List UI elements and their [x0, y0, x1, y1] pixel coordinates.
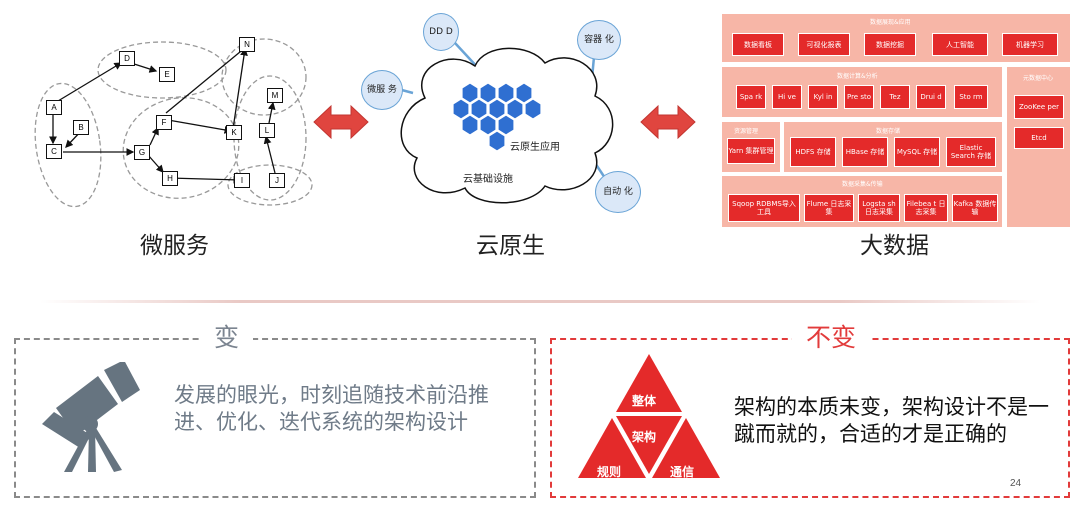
bigdata-item: Kafka 数据传输	[952, 194, 998, 222]
telescope-icon	[42, 362, 140, 472]
microservice-diagram: A B C D E F G H I J K L M N	[28, 15, 323, 215]
node-a: A	[46, 100, 62, 115]
bigdata-resource-title: 资源管理	[734, 128, 759, 135]
bigdata-caption: 大数据	[860, 233, 929, 259]
cloud-native-app-label: 云原生应用	[510, 142, 560, 153]
bigdata-item: Hi ve	[772, 85, 802, 109]
bigdata-item: HBase 存储	[842, 137, 888, 167]
bigdata-compute-layer: 数据计算&分析 Spa rk Hi ve Kyl in Pre sto Tez …	[722, 67, 1002, 117]
bigdata-item: MySQL 存储	[894, 137, 940, 167]
bubble-automation: 自动 化	[595, 171, 641, 213]
node-l: L	[259, 123, 275, 138]
bigdata-item: Tez	[880, 85, 910, 109]
nochange-description: 架构的本质未变，架构设计不是一蹴而就的，合适的才是正确的	[734, 395, 1049, 446]
bigdata-item: 数据挖掘	[864, 33, 916, 56]
node-j: J	[269, 173, 285, 188]
bigdata-resource-layer: 资源管理 Yarn 集群管理	[722, 122, 780, 172]
bigdata-item: Sqoop RDBMS导入工具	[728, 194, 800, 222]
bubble-microservice: 微服 务	[361, 70, 403, 110]
bigdata-item: Drui d	[916, 85, 946, 109]
microservice-caption: 微服务	[140, 233, 209, 259]
bigdata-storage-layer: 数据存储 HDFS 存储 HBase 存储 MySQL 存储 Elastic S…	[784, 122, 1002, 172]
bigdata-item: 数据看板	[732, 33, 784, 56]
triangle-left-label: 规则	[597, 465, 622, 479]
double-arrow-icon	[640, 104, 696, 140]
bigdata-item: 人工智能	[932, 33, 988, 56]
bigdata-item: HDFS 存储	[790, 137, 836, 167]
cloud-native-diagram: DD D 微服 务 容器 化 自动 化 云原生应用 云基础设施	[355, 8, 655, 223]
section-divider	[40, 300, 1040, 303]
bubble-container: 容器 化	[577, 20, 621, 60]
nochange-title: 不变	[792, 318, 871, 354]
bigdata-meta-title: 元数据中心	[1023, 75, 1054, 82]
triangle-right-label: 通信	[670, 465, 695, 479]
cloud-infra-label: 云基础设施	[463, 174, 513, 185]
hexagon-cluster	[452, 82, 542, 152]
double-arrow-icon	[313, 104, 369, 140]
bigdata-app-layer: 数据展现&应用 数据看板 可视化报表 数据挖掘 人工智能 机器学习	[722, 14, 1070, 62]
node-f: F	[156, 115, 172, 130]
node-k: K	[226, 125, 242, 140]
bigdata-item: Pre sto	[844, 85, 874, 109]
bigdata-item: 机器学习	[1002, 33, 1058, 56]
bigdata-collect-title: 数据采集&传输	[842, 181, 883, 188]
triangle-center-label: 架构	[632, 430, 657, 444]
bigdata-item: Logsta sh 日志采集	[858, 194, 900, 222]
bigdata-storage-title: 数据存储	[876, 128, 901, 135]
bigdata-app-title: 数据展现&应用	[870, 19, 911, 26]
change-description: 发展的眼光，时刻追随技术前沿推进、优化、迭代系统的架构设计	[174, 383, 489, 434]
bigdata-item: Flume 日志采集	[804, 194, 854, 222]
bigdata-item: Etcd	[1014, 127, 1064, 149]
node-g: G	[134, 145, 150, 160]
node-m: M	[267, 88, 283, 103]
bigdata-item: Spa rk	[736, 85, 766, 109]
node-e: E	[159, 67, 175, 82]
triangle-top-label: 整体	[632, 394, 657, 408]
node-i: I	[234, 173, 250, 188]
node-d: D	[119, 51, 135, 66]
cloud-native-caption: 云原生	[476, 233, 545, 259]
bigdata-item: Kyl in	[808, 85, 838, 109]
bigdata-item: Elastic Search 存储	[946, 137, 996, 167]
bigdata-item: Filebea t 日志采集	[904, 194, 948, 222]
page-number: 24	[1010, 478, 1022, 489]
node-n: N	[239, 37, 255, 52]
bigdata-item: Yarn 集群管理	[727, 138, 775, 164]
bigdata-item: ZooKee per	[1014, 95, 1064, 119]
bigdata-compute-title: 数据计算&分析	[837, 73, 878, 80]
bigdata-item: 可视化报表	[798, 33, 850, 56]
node-b: B	[73, 120, 89, 135]
bubble-ddd: DD D	[423, 13, 459, 51]
node-h: H	[162, 171, 178, 186]
bigdata-meta-layer: 元数据中心 ZooKee per Etcd	[1007, 67, 1070, 227]
change-panel	[14, 338, 536, 498]
bigdata-item: Sto rm	[954, 85, 988, 109]
bigdata-collect-layer: 数据采集&传输 Sqoop RDBMS导入工具 Flume 日志采集 Logst…	[722, 176, 1002, 227]
change-title: 变	[200, 318, 254, 354]
triangle-diagram	[578, 354, 720, 478]
bigdata-diagram: 数据展现&应用 数据看板 可视化报表 数据挖掘 人工智能 机器学习 数据计算&分…	[722, 14, 1070, 227]
microservice-edges	[34, 38, 313, 208]
node-c: C	[46, 144, 62, 159]
